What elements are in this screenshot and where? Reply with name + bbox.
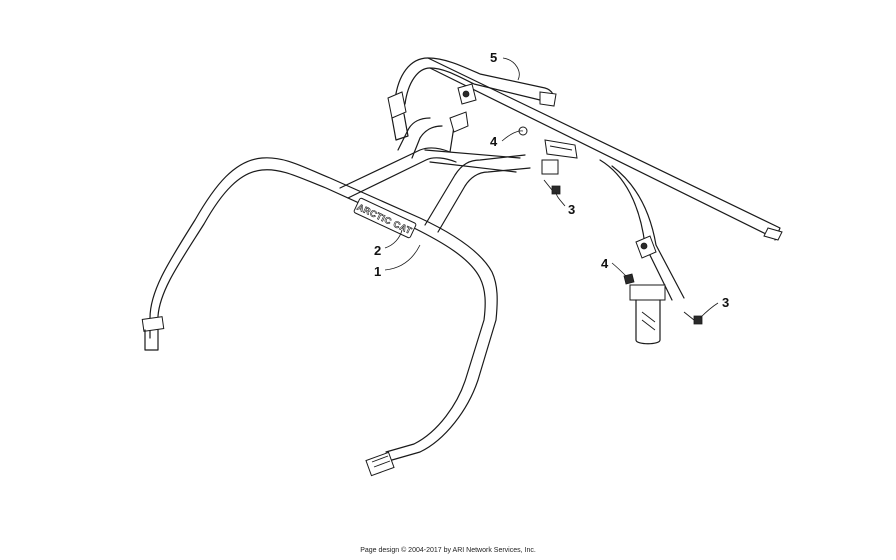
brand-decal: ARCTIC CAT <box>353 197 417 239</box>
callout-4b: 4 <box>601 256 609 271</box>
front-roll-bar <box>141 157 498 477</box>
callout-2: 2 <box>374 243 381 258</box>
copyright-footer: Page design © 2004-2017 by ARI Network S… <box>360 547 536 554</box>
callout-3b: 3 <box>722 295 729 310</box>
callout-3a: 3 <box>568 202 575 217</box>
callout-labels: 5 4 3 2 1 4 3 <box>374 50 729 310</box>
leader-lines <box>384 57 719 319</box>
callout-4a: 4 <box>490 134 498 149</box>
roll-cage-cross-tubes <box>339 111 531 233</box>
upper-rear-bar <box>387 57 783 301</box>
hardware <box>518 126 703 325</box>
callout-5: 5 <box>490 50 497 65</box>
callout-1: 1 <box>374 264 381 279</box>
mount-brackets <box>541 139 666 345</box>
